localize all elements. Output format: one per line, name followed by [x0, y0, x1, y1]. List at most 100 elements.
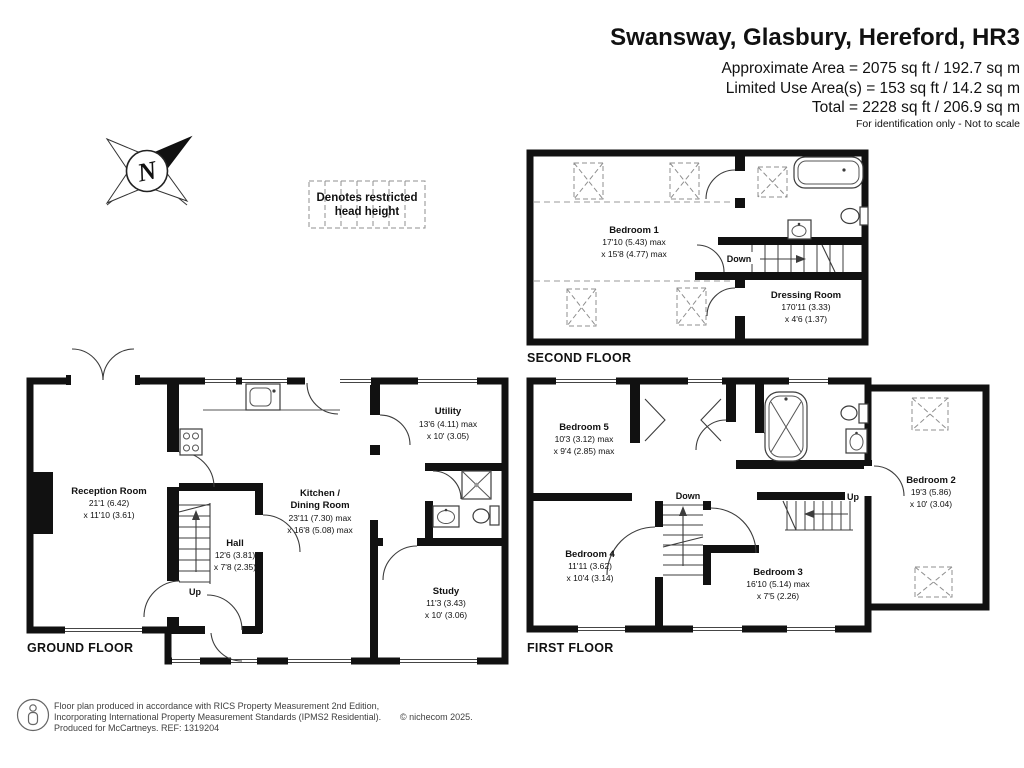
svg-text:Bedroom 2: Bedroom 2 — [906, 475, 956, 486]
svg-text:17'10 (5.43) max: 17'10 (5.43) max — [602, 237, 666, 247]
bedroom4-label: Bedroom 4 11'11 (3.62) x 10'4 (3.14) — [565, 549, 615, 583]
svg-text:Bedroom 4: Bedroom 4 — [565, 549, 615, 560]
kitchen-dining-label: Kitchen / Dining Room 23'11 (7.30) max x… — [287, 488, 353, 535]
svg-text:13'6 (4.11) max: 13'6 (4.11) max — [419, 419, 478, 429]
svg-text:21'1 (6.42): 21'1 (6.42) — [89, 498, 130, 508]
first-stairs-up: Up — [782, 492, 859, 531]
svg-text:16'10 (5.14) max: 16'10 (5.14) max — [746, 579, 810, 589]
first-floor-label: FIRST FLOOR — [527, 641, 614, 655]
bedroom2-wing-walls — [864, 384, 990, 611]
svg-text:x 11'10 (3.61): x 11'10 (3.61) — [83, 510, 134, 520]
toilet-icon — [840, 403, 869, 424]
ground-door-arcs — [143, 377, 462, 662]
ground-floor-plan: Up Reception Room — [26, 348, 509, 665]
svg-text:x 16'8 (5.08) max: x 16'8 (5.08) max — [287, 525, 353, 535]
footer-line3: Produced for McCartneys. REF: 1319204 — [54, 723, 219, 733]
legend-line1: Denotes restricted — [317, 192, 418, 204]
svg-text:x 15'8 (4.77) max: x 15'8 (4.77) max — [601, 249, 667, 259]
svg-text:Dining Room: Dining Room — [290, 500, 349, 511]
second-floor-plan: Down Bedroom 1 17'10 (5.43) max x 15'8 (… — [526, 149, 869, 365]
footer: Floor plan produced in accordance with R… — [16, 698, 473, 733]
bedroom2-label: Bedroom 2 19'3 (5.86) x 10' (3.04) — [906, 475, 956, 509]
ground-floor-label: GROUND FLOOR — [27, 641, 133, 655]
first-windows — [556, 377, 835, 633]
skylights — [566, 162, 788, 327]
svg-text:Hall: Hall — [226, 538, 243, 549]
hall-label: Hall 12'6 (3.81) x 7'8 (2.35) — [214, 538, 256, 572]
svg-text:Study: Study — [433, 586, 460, 597]
skylights — [911, 397, 953, 598]
svg-text:23'11 (7.30) max: 23'11 (7.30) max — [289, 513, 353, 523]
restricted-head-height-lines — [534, 201, 731, 282]
svg-text:Utility: Utility — [435, 406, 462, 417]
dressing-room-label: Dressing Room 170'11 (3.33) x 4'6 (1.37) — [771, 290, 841, 324]
footer-line2: Incorporating International Property Mea… — [54, 712, 381, 722]
toilet-icon — [840, 206, 869, 226]
ground-interior-walls — [167, 378, 505, 661]
sink-icon — [787, 219, 812, 240]
svg-text:11'3 (3.43): 11'3 (3.43) — [426, 598, 466, 608]
svg-text:Bedroom 5: Bedroom 5 — [559, 422, 609, 433]
legend-restricted-head-height: Denotes restricted head height — [308, 180, 426, 229]
hob-icon — [179, 428, 203, 456]
total-area: Total = 2228 sq ft / 206.9 sq m — [812, 99, 1020, 116]
ground-exterior-walls — [26, 377, 509, 665]
first-stairs-up-label: Up — [847, 492, 859, 502]
header: Swansway, Glasbury, Hereford, HR3 Approx… — [610, 24, 1020, 130]
disclaimer: For identification only - Not to scale — [856, 118, 1020, 130]
second-door-arcs — [696, 169, 736, 317]
page-title: Swansway, Glasbury, Hereford, HR3 — [610, 24, 1020, 51]
compass-icon: N — [105, 135, 193, 206]
footer-copyright: © nichecom 2025. — [400, 712, 473, 722]
ground-windows — [65, 377, 477, 665]
svg-text:x 10' (3.04): x 10' (3.04) — [910, 499, 952, 509]
svg-text:19'3 (5.86): 19'3 (5.86) — [911, 487, 952, 497]
bedroom1-label: Bedroom 1 17'10 (5.43) max x 15'8 (4.77)… — [601, 225, 667, 259]
svg-text:x 7'8 (2.35): x 7'8 (2.35) — [214, 562, 256, 572]
ground-stairs-up-label: Up — [189, 587, 201, 597]
bay-french-doors — [66, 348, 140, 385]
second-stairs-down-label: Down — [727, 254, 752, 264]
second-stairs: Down — [722, 244, 844, 273]
svg-text:x 10'4 (3.14): x 10'4 (3.14) — [567, 573, 614, 583]
chimney-breast — [33, 472, 53, 534]
svg-text:10'3 (3.12) max: 10'3 (3.12) max — [555, 434, 615, 444]
toilet-icon — [472, 505, 500, 526]
svg-text:x 9'4 (2.85) max: x 9'4 (2.85) max — [554, 446, 615, 456]
sink-icon — [432, 505, 460, 528]
utility-label: Utility 13'6 (4.11) max x 10' (3.05) — [419, 406, 478, 441]
bedroom3-label: Bedroom 3 16'10 (5.14) max x 7'5 (2.26) — [746, 567, 810, 601]
second-interior-walls — [695, 150, 865, 344]
svg-text:Kitchen /: Kitchen / — [300, 488, 340, 499]
svg-text:11'11 (3.62): 11'11 (3.62) — [568, 561, 612, 571]
svg-text:Dressing Room: Dressing Room — [771, 290, 841, 301]
bedroom5-label: Bedroom 5 10'3 (3.12) max x 9'4 (2.85) m… — [554, 422, 615, 456]
reception-room-label: Reception Room 21'1 (6.42) x 11'10 (3.61… — [71, 486, 146, 520]
legend-line2: head height — [335, 206, 400, 218]
first-floor-plan: Down Up Bedroom — [526, 377, 990, 655]
person-measure-icon — [16, 698, 50, 732]
study-label: Study 11'3 (3.43) x 10' (3.06) — [425, 586, 467, 620]
svg-text:x 7'5 (2.26): x 7'5 (2.26) — [757, 591, 799, 601]
bathtub-shower-icon — [764, 391, 808, 462]
approximate-area: Approximate Area = 2075 sq ft / 192.7 sq… — [721, 60, 1020, 77]
bathtub-icon — [793, 156, 864, 189]
first-stairs-down: Down — [662, 491, 704, 576]
first-interior-walls — [530, 378, 872, 629]
first-stairs-down-label: Down — [676, 491, 701, 501]
svg-text:170'11 (3.33): 170'11 (3.33) — [781, 302, 830, 312]
svg-text:12'6 (3.81): 12'6 (3.81) — [215, 550, 256, 560]
second-floor-label: SECOND FLOOR — [527, 351, 631, 365]
footer-line1: Floor plan produced in accordance with R… — [54, 701, 379, 711]
svg-text:x 4'6 (1.37): x 4'6 (1.37) — [785, 314, 827, 324]
ground-stairs: Up — [178, 503, 211, 597]
shower-icon — [461, 470, 492, 500]
svg-text:x 10' (3.05): x 10' (3.05) — [427, 431, 469, 441]
svg-text:x 10' (3.06): x 10' (3.06) — [425, 610, 467, 620]
svg-text:Reception Room: Reception Room — [71, 486, 146, 497]
sink-icon — [845, 428, 868, 454]
limited-use-area: Limited Use Area(s) = 153 sq ft / 14.2 s… — [726, 80, 1020, 97]
svg-text:Bedroom 1: Bedroom 1 — [609, 225, 659, 236]
kitchen-sink-icon — [245, 383, 281, 411]
